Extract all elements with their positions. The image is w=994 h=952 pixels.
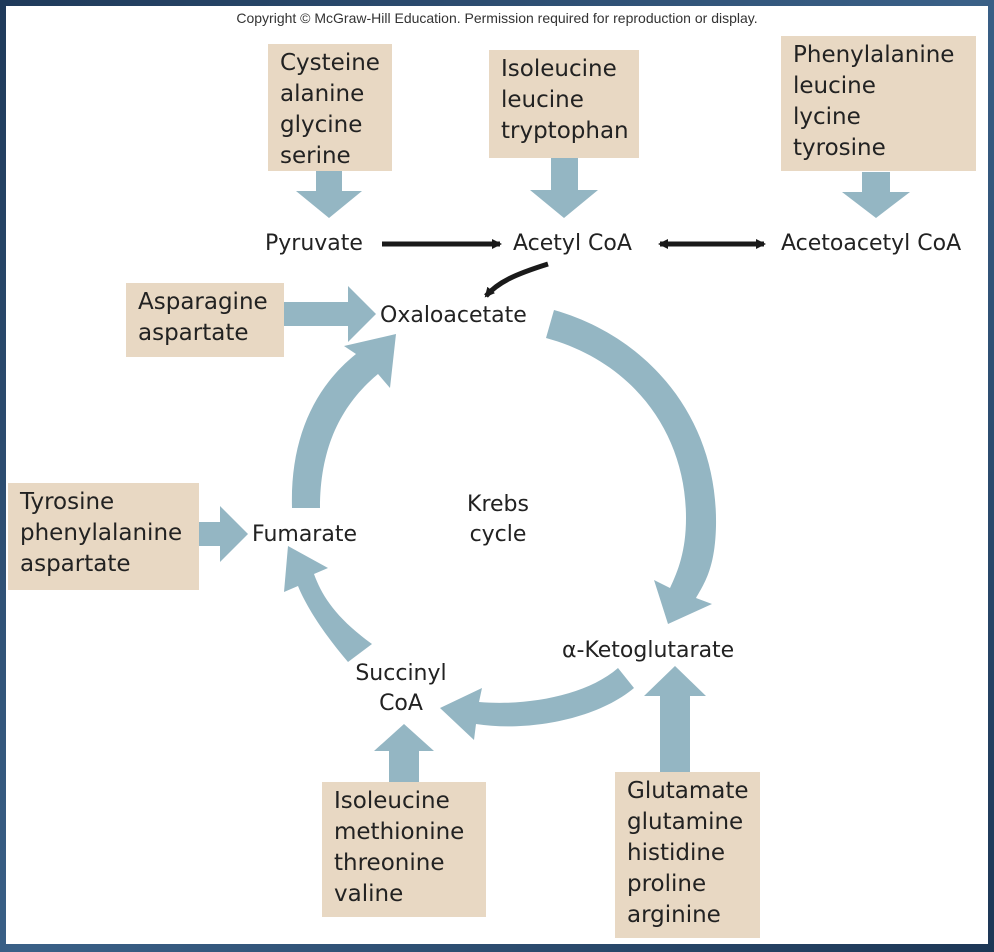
node-oxaloacetate: Oxaloacetate [380,303,527,328]
cycle-arc-keto-to-succinyl [440,668,634,740]
node-succinyl-coa: Succinyl CoA [346,659,456,719]
arrow-to-succinyl [374,724,434,782]
box-item: aspartate [20,551,131,577]
box-fumarate-amino-acids: Tyrosine phenylalanine aspartate [8,483,199,590]
arrow-acetyl-to-oxalo [484,261,549,298]
node-ketoglutarate: α-Ketoglutarate [562,638,735,663]
box-succinyl-amino-acids: Isoleucine methionine threonine valine [322,782,486,917]
box-item: glycine [280,112,363,138]
krebs-line1: Krebs [467,492,529,517]
box-item: alanine [280,81,365,107]
box-item: Glutamate [627,778,749,804]
node-pyruvate: Pyruvate [265,231,363,256]
box-item: serine [280,143,351,169]
box-item: Isoleucine [334,788,450,814]
box-item: threonine [334,850,445,876]
node-fumarate: Fumarate [252,522,357,547]
node-acetyl-coa: Acetyl CoA [513,231,632,256]
arrow-to-ketoglutarate [644,666,706,772]
box-item: valine [334,881,404,907]
box-item: proline [627,871,707,897]
cycle-arc-oxalo-to-keto [546,310,717,624]
box-acetyl-amino-acids: Isoleucine leucine tryptophan [489,50,639,158]
box-item: tryptophan [501,118,629,144]
krebs-line2: cycle [469,522,527,547]
box-item: Cysteine [280,50,380,76]
box-item: Phenylalanine [793,42,955,68]
copyright-notice: Copyright © McGraw-Hill Education. Permi… [236,10,758,26]
box-item: Isoleucine [501,56,617,82]
box-item: tyrosine [793,135,886,161]
box-item: lycine [793,104,861,130]
diagram-panel: Copyright © McGraw-Hill Education. Permi… [6,6,988,944]
arrow-to-acetyl [530,158,598,218]
arrow-to-acetoacetyl [842,172,910,218]
krebs-cycle-label: Krebs cycle [448,490,548,550]
box-oxaloacetate-amino-acids: Asparagine aspartate [126,283,284,357]
cycle-arc-fumarate-to-oxalo [291,334,396,508]
node-succinyl-line1: Succinyl [355,661,447,686]
node-succinyl-line2: CoA [379,691,423,716]
box-item: methionine [334,819,465,845]
box-item: histidine [627,840,726,866]
cycle-arc-succinyl-to-fumarate [284,546,372,662]
box-item: leucine [793,73,876,99]
box-item: glutamine [627,809,744,835]
pathway-arrows [199,158,910,782]
box-item: leucine [501,87,584,113]
node-acetoacetyl-coa: Acetoacetyl CoA [781,231,962,256]
box-item: aspartate [138,320,249,346]
arrow-to-fumarate [199,506,248,562]
arrow-to-oxaloacetate [284,286,376,342]
box-ketoglutarate-amino-acids: Glutamate glutamine histidine proline ar… [615,772,760,938]
box-pyruvate-amino-acids: Cysteine alanine glycine serine [268,44,392,171]
box-item: phenylalanine [20,520,183,546]
box-acetoacetyl-amino-acids: Phenylalanine leucine lycine tyrosine [781,36,976,171]
box-item: Asparagine [138,289,268,315]
arrow-to-pyruvate [296,171,362,218]
box-item: arginine [627,902,721,928]
box-item: Tyrosine [20,489,115,515]
